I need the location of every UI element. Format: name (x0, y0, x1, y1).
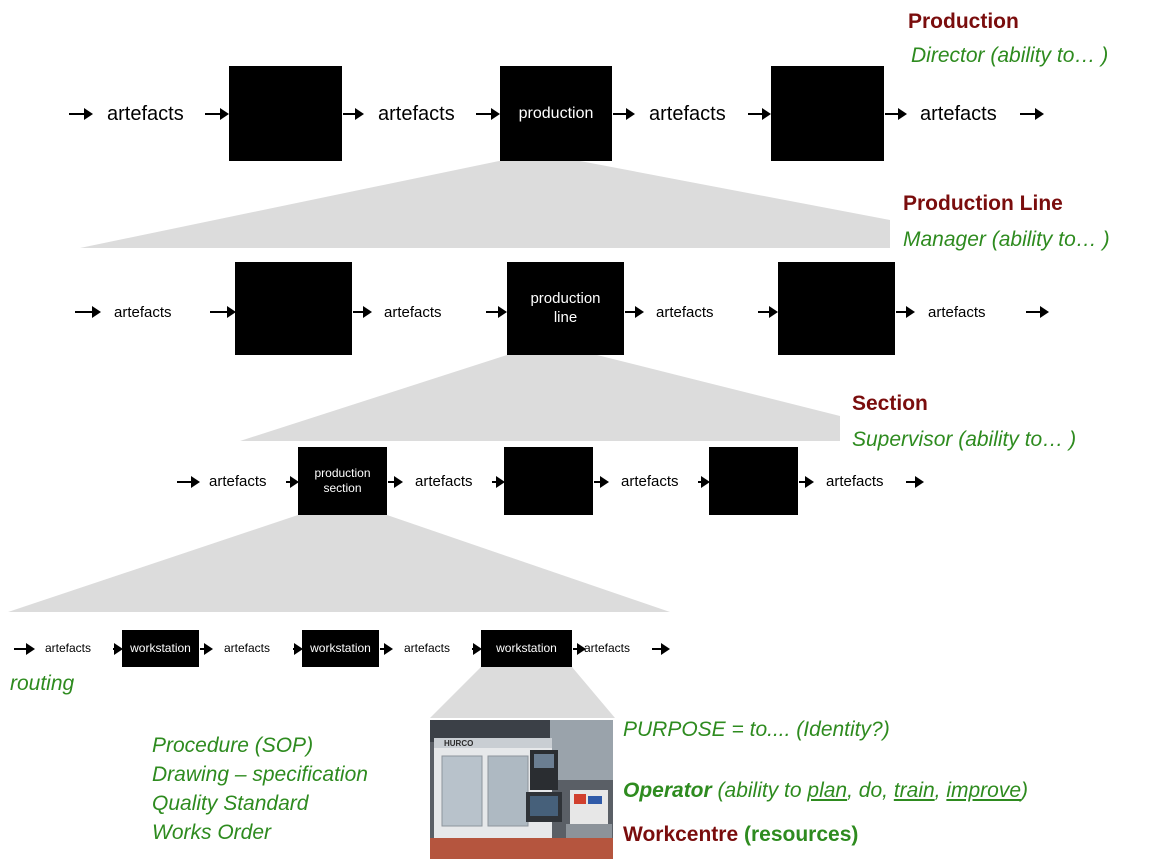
operator-text-start: (ability to (717, 779, 808, 802)
production-line-role: Manager (ability to… ) (903, 228, 1110, 251)
flow-arrow (573, 643, 586, 655)
artefacts-label: artefacts (224, 641, 271, 655)
production-role: Director (ability to… ) (911, 44, 1109, 67)
document-item: Quality Standard (152, 792, 309, 815)
artefacts-label: artefacts (45, 641, 92, 655)
flow-arrow (698, 476, 710, 488)
artefacts-label: artefacts (415, 473, 473, 490)
workcentre-title-suffix: (resources) (744, 823, 859, 846)
flow-arrow (652, 643, 670, 655)
document-item: Procedure (SOP) (152, 734, 314, 757)
workcentre-photo: HURCO (430, 720, 613, 859)
flow-arrow (388, 476, 403, 488)
flow-arrow (380, 643, 393, 655)
process-box-blank (771, 66, 884, 161)
artefacts-label: artefacts (826, 473, 884, 490)
artefacts-label: artefacts (656, 304, 714, 321)
zoom-fan-workstation (430, 667, 615, 718)
operator-label: Operator (623, 779, 712, 802)
flow-arrow (1026, 306, 1049, 318)
document-item: Works Order (152, 821, 272, 844)
flow-arrow (472, 643, 482, 655)
flow-arrow (748, 108, 771, 120)
artefacts-label: artefacts (378, 103, 455, 125)
workcentre-title: Workcentre (623, 823, 739, 846)
artefacts-label: artefacts (928, 304, 986, 321)
flow-arrow (210, 306, 236, 318)
process-box-blank (709, 447, 798, 515)
flow-arrow (177, 476, 200, 488)
process-box-blank (229, 66, 342, 161)
flow-arrow (906, 476, 924, 488)
production-box: production (500, 66, 612, 161)
flow-arrow (758, 306, 778, 318)
machine-illustration: HURCO (430, 720, 613, 859)
flow-arrow (205, 108, 229, 120)
flow-arrow (69, 108, 93, 120)
flow-arrow (885, 108, 907, 120)
operator-sep-2: , (934, 779, 947, 802)
process-box-blank (504, 447, 593, 515)
flow-arrow (476, 108, 500, 120)
artefacts-label: artefacts (384, 304, 442, 321)
operator-sep-1: , do, (847, 779, 894, 802)
flow-arrow (200, 643, 213, 655)
workstation-box: workstation (302, 630, 379, 667)
operator-statement: Operator (ability to plan, do, train, im… (623, 779, 1028, 803)
flow-arrow (799, 476, 814, 488)
flow-arrow (486, 306, 507, 318)
workcentre-heading: Workcentre (resources) (623, 823, 858, 847)
flow-arrow (14, 643, 35, 655)
document-item: Drawing – specification (152, 763, 368, 786)
artefacts-label: artefacts (584, 641, 631, 655)
purpose-statement: PURPOSE = to.... (Identity?) (623, 718, 890, 741)
zoom-fan-section (8, 515, 670, 612)
flow-arrow (492, 476, 505, 488)
section-title: Section (852, 392, 928, 415)
flow-arrow (75, 306, 101, 318)
operator-text-end: ) (1021, 779, 1029, 802)
flow-arrow (343, 108, 364, 120)
operator-train: train (893, 779, 935, 802)
artefacts-label: artefacts (209, 473, 267, 490)
flow-arrow (896, 306, 915, 318)
flow-arrow (293, 643, 303, 655)
flow-arrow (113, 643, 123, 655)
machine-brand-logo: HURCO (444, 739, 473, 748)
workstation-box: workstation (481, 630, 572, 667)
production-section-box: production section (298, 447, 387, 515)
artefacts-label: artefacts (621, 473, 679, 490)
section-role: Supervisor (ability to… ) (852, 428, 1077, 451)
operator-improve: improve (946, 779, 1022, 802)
production-line-box: production line (507, 262, 624, 355)
flow-arrow (353, 306, 372, 318)
zoom-fan-production-line (240, 355, 840, 441)
flow-arrow (594, 476, 609, 488)
artefacts-label: artefacts (114, 304, 172, 321)
production-title: Production (908, 10, 1019, 33)
routing-label: routing (10, 672, 75, 695)
artefacts-label: artefacts (404, 641, 451, 655)
process-box-blank (235, 262, 352, 355)
flow-arrow (1020, 108, 1044, 120)
flow-arrow (613, 108, 635, 120)
artefacts-label: artefacts (649, 103, 726, 125)
artefacts-label: artefacts (107, 103, 184, 125)
zoom-fan-production (80, 161, 890, 248)
operator-plan: plan (807, 779, 848, 802)
flow-arrow (286, 476, 299, 488)
workstation-box: workstation (122, 630, 199, 667)
artefacts-label: artefacts (920, 103, 997, 125)
flow-arrow (625, 306, 644, 318)
production-line-title: Production Line (903, 192, 1063, 215)
process-box-blank (778, 262, 895, 355)
